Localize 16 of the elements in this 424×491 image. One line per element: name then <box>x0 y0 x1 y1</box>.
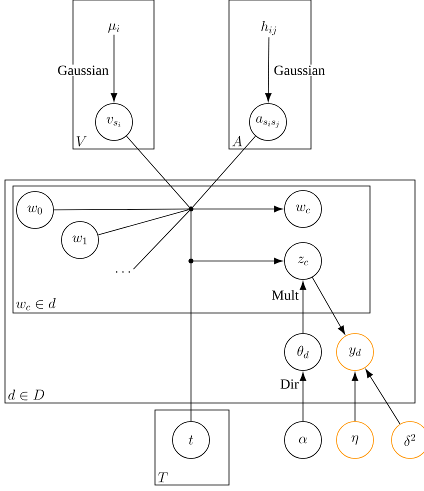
arrow <box>352 372 358 422</box>
arrow <box>300 281 306 334</box>
variable-text: $\mu_i$ <box>108 23 120 33</box>
arrow <box>193 206 283 212</box>
arrow <box>300 372 306 422</box>
edge-label: Gaussian <box>58 66 109 75</box>
arrow <box>193 258 283 264</box>
distribution-label: Mult <box>272 290 299 300</box>
distribution-label: Dir <box>280 379 299 389</box>
variable-text: $\ldots$ <box>116 271 130 273</box>
arrow <box>366 369 400 424</box>
arrow <box>110 34 118 102</box>
variable-text: $h_{ij}$ <box>261 20 276 36</box>
edge-label: Gaussian <box>274 66 325 75</box>
arrow <box>265 36 272 102</box>
arrow <box>312 277 346 334</box>
